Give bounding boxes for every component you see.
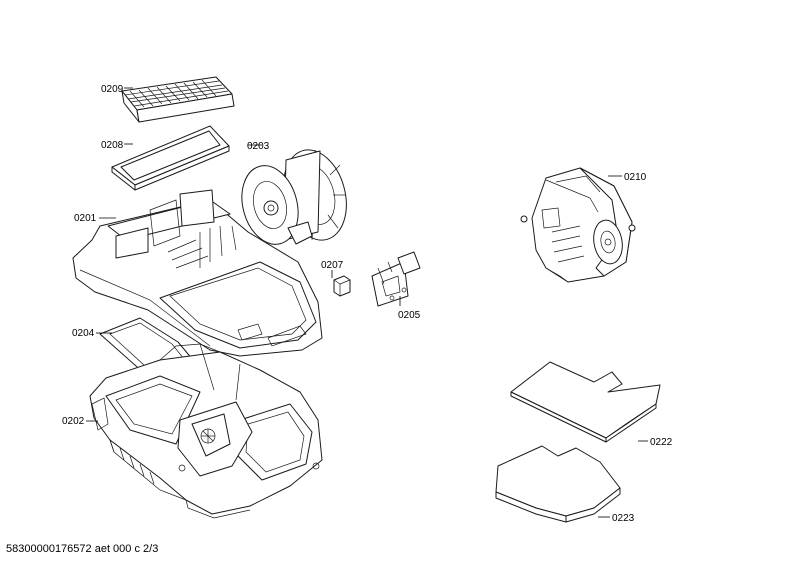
part-0202-bottom-housing[interactable] <box>89 343 323 519</box>
label-0202: 0202 <box>62 416 85 427</box>
label-0209: 0209 <box>101 84 124 95</box>
label-0204: 0204 <box>72 328 95 339</box>
part-0201-top-cover[interactable] <box>72 189 323 357</box>
document-footer: 58300000176572 aet 000 c 2/3 <box>6 543 159 555</box>
cover-ribs <box>167 225 237 269</box>
label-0210: 0210 <box>624 172 647 183</box>
label-0205: 0205 <box>398 310 421 321</box>
motor-fins <box>551 225 585 263</box>
grille-mesh <box>124 79 229 108</box>
base-ribs <box>109 439 187 501</box>
part-0203-fan-housing[interactable] <box>234 143 356 251</box>
label-0208: 0208 <box>101 140 124 151</box>
base-impeller <box>200 428 216 444</box>
part-0223-filter-pad[interactable] <box>495 445 621 523</box>
label-0222: 0222 <box>650 437 673 448</box>
part-0205-electronic-board[interactable] <box>371 251 421 307</box>
part-0207-small-component[interactable] <box>333 275 351 297</box>
label-0203: 0203 <box>247 141 270 152</box>
part-0209-grille-filter[interactable] <box>121 76 235 123</box>
label-0223: 0223 <box>612 513 635 524</box>
part-0210-motor[interactable] <box>520 167 636 283</box>
leader-lines <box>86 87 648 518</box>
part-labels: 0209 0208 0203 0201 0207 0205 0204 0202 … <box>62 84 673 524</box>
label-0201: 0201 <box>74 213 97 224</box>
part-0222-filter-mat[interactable] <box>510 361 661 443</box>
label-0207: 0207 <box>321 260 344 271</box>
part-0208-filter-frame[interactable] <box>111 125 230 191</box>
